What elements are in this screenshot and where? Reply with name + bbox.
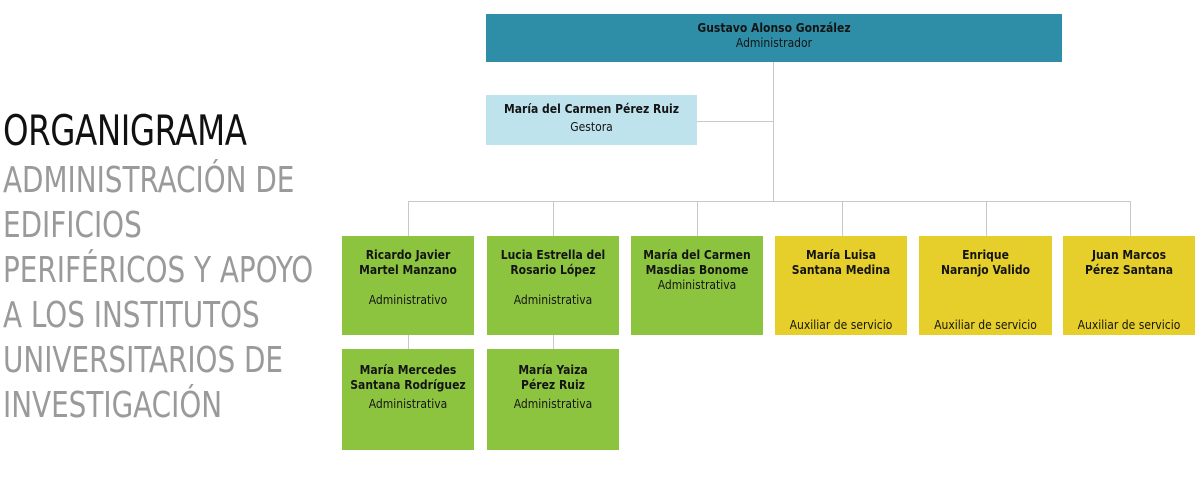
connector-drop: [408, 201, 409, 236]
node-name: Juan Marcos: [1091, 248, 1167, 262]
node-director: Gustavo Alonso González Administrador: [486, 14, 1062, 62]
subtitle-line: ADMINISTRACIÓN DE: [3, 160, 295, 201]
node-name: Lucia Estrella del: [500, 248, 606, 262]
node-name: María Mercedes: [359, 363, 457, 377]
connector-drop: [553, 335, 554, 349]
node-name: Santana Rodríguez: [350, 378, 466, 392]
page-subtitle: ADMINISTRACIÓN DE EDIFICIOS PERIFÉRICOS …: [3, 158, 338, 428]
node-role: Administrativa: [513, 397, 593, 411]
node-name: María del Carmen Pérez Ruiz: [503, 102, 680, 116]
subtitle-line: PERIFÉRICOS Y APOYO: [3, 250, 314, 291]
subtitle-line: INVESTIGACIÓN: [3, 385, 223, 426]
subtitle-line: EDIFICIOS: [3, 205, 142, 246]
node-name: María del Carmen: [643, 248, 751, 262]
node-name: Santana Medina: [791, 263, 891, 277]
page-title: ORGANIGRAMA: [3, 106, 247, 155]
node-name: María Yaiza: [518, 363, 588, 377]
node-role: Administrativo: [368, 293, 448, 307]
node-role: Auxiliar de servicio: [789, 318, 893, 332]
node-name: María Luisa: [805, 248, 877, 262]
node-role: Administrativa: [513, 293, 593, 307]
node-staff: Ricardo Javier Martel Manzano Administra…: [342, 236, 474, 335]
node-role: Administrador: [735, 36, 813, 50]
connector-drop: [986, 201, 987, 236]
connector-drop: [697, 201, 698, 236]
node-gestora: María del Carmen Pérez Ruiz Gestora: [486, 95, 697, 145]
node-role: Administrativa: [657, 278, 737, 292]
node-staff: María Mercedes Santana Rodríguez Adminis…: [342, 349, 474, 450]
node-name: Naranjo Valido: [940, 263, 1030, 277]
node-staff: Lucia Estrella del Rosario López Adminis…: [487, 236, 619, 335]
node-name: Enrique: [962, 248, 1009, 262]
connector-drop: [1130, 201, 1131, 236]
node-role: Auxiliar de servicio: [1077, 318, 1181, 332]
node-role: Administrativa: [368, 397, 448, 411]
node-name: Ricardo Javier: [365, 248, 451, 262]
connector-drop: [842, 201, 843, 236]
subtitle-line: UNIVERSITARIOS DE: [3, 340, 284, 381]
node-name: Gustavo Alonso González: [697, 21, 851, 35]
node-staff: María Luisa Santana Medina Auxiliar de s…: [775, 236, 907, 335]
node-name: Rosario López: [510, 263, 596, 277]
node-staff: Juan Marcos Pérez Santana Auxiliar de se…: [1063, 236, 1195, 335]
node-staff: Enrique Naranjo Valido Auxiliar de servi…: [919, 236, 1052, 335]
connector-drop: [553, 201, 554, 236]
title-block: ORGANIGRAMA ADMINISTRACIÓN DE EDIFICIOS …: [3, 108, 338, 428]
subtitle-line: A LOS INSTITUTOS: [3, 295, 260, 336]
node-staff: María Yaiza Pérez Ruiz Administrativa: [487, 349, 619, 450]
node-staff: María del Carmen Masdias Bonome Administ…: [631, 236, 763, 335]
node-name: Martel Manzano: [359, 263, 457, 277]
node-name: Masdias Bonome: [645, 263, 749, 277]
node-role: Gestora: [570, 120, 613, 134]
connector-gestora: [697, 121, 774, 122]
connector-trunk: [773, 62, 774, 202]
connector-horizontal: [408, 201, 1130, 202]
node-name: Pérez Santana: [1084, 263, 1174, 277]
node-role: Auxiliar de servicio: [934, 318, 1037, 332]
connector-drop: [408, 335, 409, 349]
node-name: Pérez Ruiz: [521, 378, 585, 392]
